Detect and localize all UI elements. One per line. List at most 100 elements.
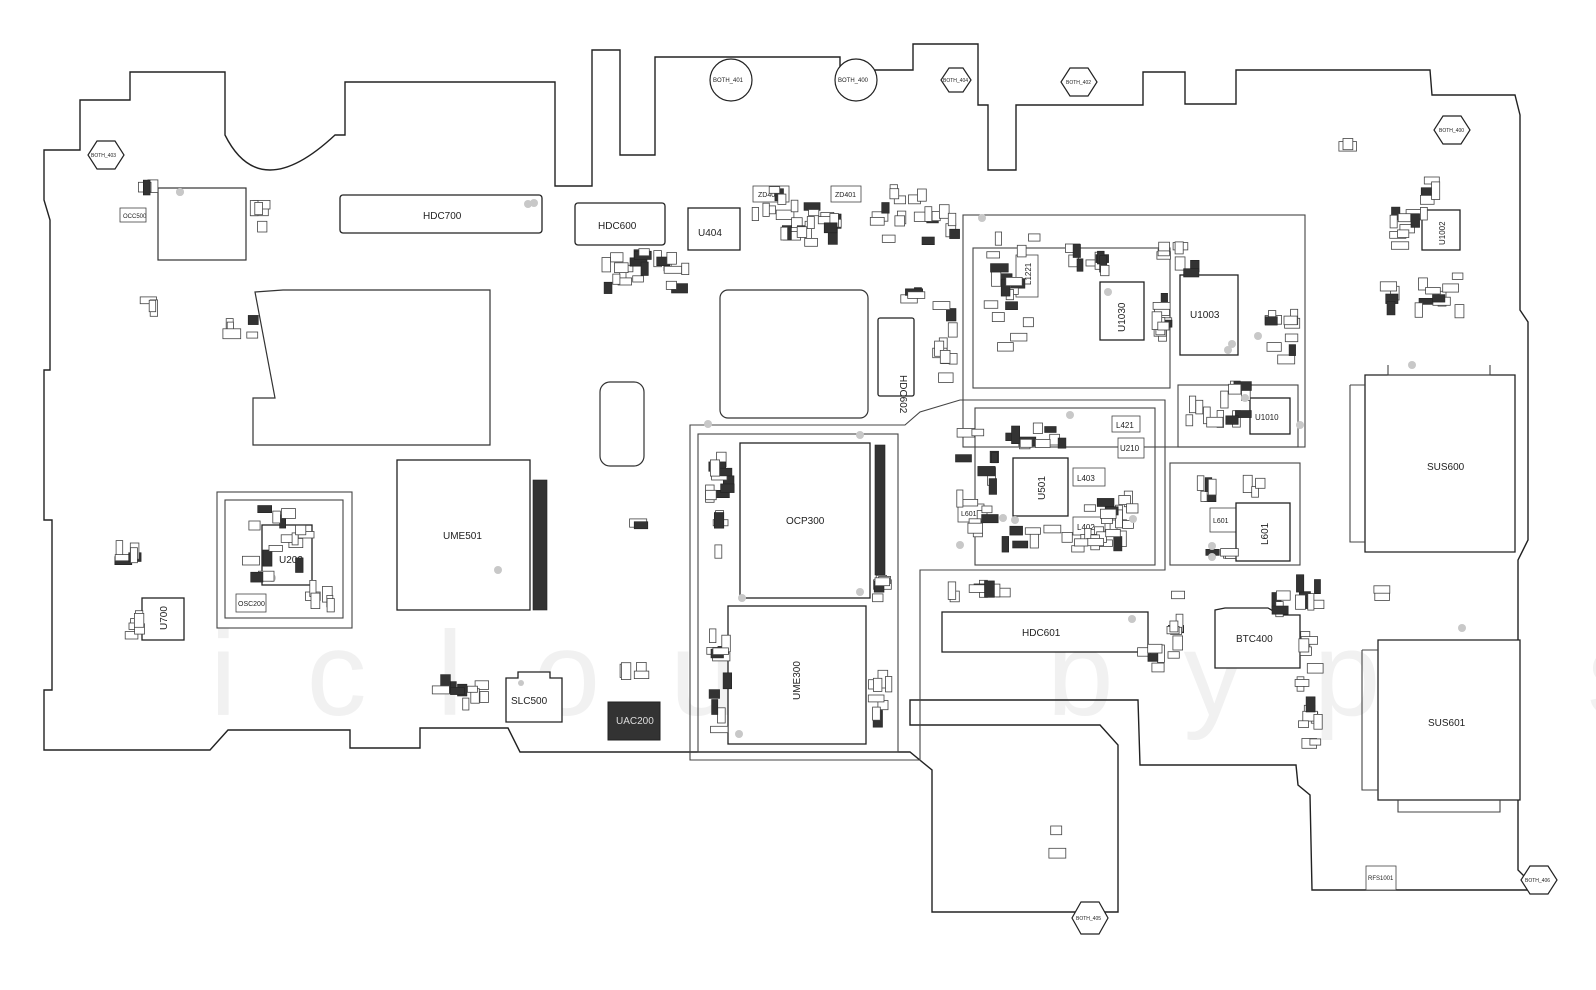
passive-part: [1076, 258, 1084, 272]
passive-part: [1024, 527, 1041, 535]
passive-part: [939, 204, 950, 219]
svg-text:BOTH_404: BOTH_404: [943, 78, 968, 84]
passive-part: [1420, 206, 1428, 221]
ic-ume501: UME501: [396, 459, 531, 611]
passive-part: [1083, 504, 1097, 512]
passive-part: [133, 613, 145, 628]
inductor-l403: L403: [1072, 467, 1106, 487]
ic-u700: U700: [141, 597, 185, 641]
watermark-text: icloud bypass: [210, 607, 1596, 741]
passive-part: [1410, 213, 1420, 228]
passive-part: [1225, 415, 1239, 425]
passive-part: [246, 331, 259, 339]
passive-part: [1296, 574, 1305, 593]
svg-text:BOTH_400: BOTH_400: [1439, 128, 1464, 134]
passive-part: [709, 628, 717, 644]
passive-part: [1288, 344, 1296, 356]
passive-part: [893, 195, 906, 205]
passive-part: [1342, 138, 1354, 151]
passive-part: [462, 697, 470, 711]
passive-part: [254, 201, 263, 216]
test-point: [176, 188, 184, 196]
passive-part: [768, 186, 781, 194]
passive-part: [1207, 478, 1217, 496]
ic-ocp300: OCP300: [738, 442, 871, 602]
passive-part: [1276, 590, 1291, 601]
frame-u501: [974, 407, 1156, 566]
passive-part: [1011, 425, 1020, 445]
passive-part: [222, 328, 242, 340]
test-point: [1129, 515, 1137, 523]
passive-part: [1028, 233, 1041, 242]
passive-part: [241, 555, 260, 566]
passive-part: [947, 212, 957, 227]
passive-part: [962, 498, 979, 507]
passive-part: [466, 685, 478, 693]
passive-part: [1414, 302, 1423, 318]
connector-strip-ocp300: [874, 444, 886, 576]
passive-part: [934, 340, 945, 357]
svg-text:L601: L601: [1213, 518, 1229, 525]
passive-part: [1044, 426, 1057, 433]
passive-part: [1264, 316, 1278, 326]
passive-part: [612, 273, 621, 285]
passive-part: [1295, 594, 1306, 610]
passive-part: [1152, 301, 1171, 310]
passive-part: [268, 545, 283, 552]
passive-part: [967, 522, 984, 534]
passive-part: [1019, 438, 1033, 448]
svg-text:L402: L402: [1077, 523, 1095, 532]
passive-part: [808, 209, 820, 217]
passive-components: [114, 138, 1465, 859]
passive-part: [1157, 321, 1170, 331]
svg-text:SUS601: SUS601: [1428, 718, 1466, 729]
frame-u202: [216, 491, 353, 629]
passive-part: [894, 215, 906, 227]
passive-part: [1251, 486, 1259, 498]
passive-part: [806, 216, 815, 230]
passive-part: [710, 459, 721, 477]
passive-part: [295, 524, 307, 536]
passive-part: [921, 236, 935, 245]
passive-part: [1035, 438, 1051, 448]
svg-text:HDC602: HDC602: [897, 375, 908, 414]
passive-part: [924, 206, 933, 222]
passive-part: [947, 322, 958, 338]
passive-part: [705, 489, 717, 501]
svg-text:U1010: U1010: [1255, 413, 1279, 422]
passive-part: [663, 265, 683, 274]
passive-part: [633, 670, 650, 679]
passive-part: [1206, 416, 1224, 428]
svg-text:U1002: U1002: [1438, 221, 1447, 245]
passive-part: [932, 301, 951, 311]
passive-part: [907, 291, 926, 299]
connector-hdc601: HDC601: [941, 611, 1149, 653]
passive-part: [479, 691, 489, 703]
passive-part: [1195, 399, 1204, 415]
passive-part: [1283, 315, 1298, 326]
frame-center-module: [689, 399, 1166, 761]
passive-part: [681, 262, 690, 276]
passive-part: [1115, 509, 1123, 529]
passive-part: [257, 505, 273, 513]
passive-part: [1432, 294, 1446, 303]
mount-hole-both403: BOTH_403: [87, 140, 125, 170]
svg-text:U404: U404: [698, 228, 722, 239]
passive-part: [1397, 229, 1410, 238]
passive-part: [1284, 333, 1299, 343]
passive-part: [1158, 241, 1170, 252]
frame-ocp-ume: [697, 433, 899, 753]
passive-part: [1016, 244, 1027, 258]
passive-part: [1373, 585, 1391, 594]
connector-strip-ume501: [532, 479, 548, 611]
svg-text:SLC500: SLC500: [511, 696, 548, 707]
test-point: [1254, 332, 1262, 340]
svg-text:UME300: UME300: [792, 661, 803, 700]
passive-part: [124, 631, 139, 640]
passive-part: [994, 231, 1002, 246]
passive-part: [881, 234, 896, 243]
passive-part: [1397, 213, 1412, 223]
passive-part: [881, 202, 890, 214]
passive-part: [1010, 332, 1028, 342]
test-point: [1104, 288, 1112, 296]
